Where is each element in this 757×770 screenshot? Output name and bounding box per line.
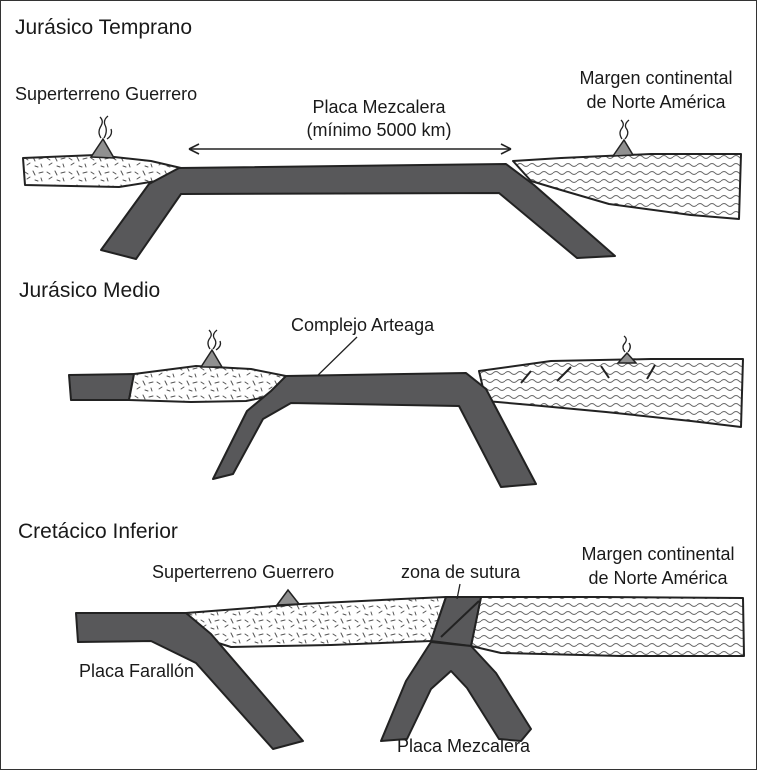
panel-1-eruption-icon <box>99 116 112 139</box>
panel-2-margin-eruption-icon <box>623 336 630 352</box>
panel-2-eruption-icon <box>208 330 221 350</box>
panel-3-mezcalera-plate <box>381 642 531 741</box>
panel-1-terrane-label: Superterreno Guerrero <box>15 84 197 104</box>
panel-1-margin-label-line2: de Norte América <box>586 92 726 112</box>
panel-3-terrane-label: Superterreno Guerrero <box>152 562 334 582</box>
panel-2-volcano-icon <box>201 350 222 367</box>
panel-1-margin-label-line1: Margen continental <box>579 68 732 88</box>
panel-1-margin-volcano-icon <box>613 140 633 156</box>
panel-3-continental-margin <box>471 597 744 656</box>
panel-3-title: Cretácico Inferior <box>18 520 178 543</box>
panel-3-margin-label-line2: de Norte América <box>588 568 728 588</box>
panel-2-complex-label: Complejo Arteaga <box>291 315 435 335</box>
panel-1-margin-eruption-icon <box>620 120 629 139</box>
panel-3-farallon-label: Placa Farallón <box>79 661 194 681</box>
panel-1-plate-label-line1: Placa Mezcalera <box>312 97 446 117</box>
plate-width-arrow <box>189 144 511 154</box>
panel-2-left-plate-stub <box>69 374 134 400</box>
panel-1-plate-label-line2: (mínimo 5000 km) <box>306 120 451 140</box>
panel-2-title: Jurásico Medio <box>19 279 160 302</box>
panel-1-volcano-icon <box>91 139 114 158</box>
panel-3-guerrero-terrane <box>186 597 446 647</box>
panel-3-volcano-icon <box>277 590 299 605</box>
panel-2-continental-margin <box>479 359 743 427</box>
panel-2-margin-volcano-icon <box>618 353 636 363</box>
panel-1-title: Jurásico Temprano <box>15 16 192 39</box>
panel-3-margin-label-line1: Margen continental <box>581 544 734 564</box>
panel-3-suture-label: zona de sutura <box>401 562 521 582</box>
